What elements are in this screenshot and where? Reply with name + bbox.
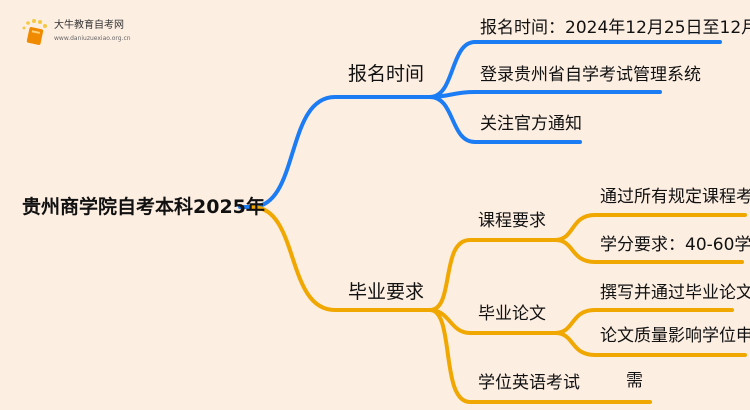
branch-graduation-requirements: 毕业要求 (348, 281, 425, 303)
blue-branch-line (250, 95, 432, 209)
thesis-quality: 论文质量影响学位申请 (600, 326, 750, 346)
logo-name: 大牛教育自考网 (54, 20, 124, 31)
logo-icon (20, 18, 52, 54)
degree-english-exam: 学位英语考试 (478, 373, 580, 393)
branch-registration-time: 报名时间 (348, 63, 425, 85)
thesis: 毕业论文 (478, 304, 546, 324)
orange-branch-line (250, 205, 432, 312)
root-topic: 贵州商学院自考本科2025年 (22, 196, 265, 218)
registration-system: 登录贵州省自学考试管理系统 (480, 65, 701, 85)
official-notice: 关注官方通知 (480, 114, 582, 134)
english-exam-required: 需 (626, 371, 643, 391)
write-thesis: 撰写并通过毕业论文 (600, 283, 750, 303)
logo-url: www.daniuzuexiao.org.cn (54, 35, 131, 42)
credit-requirement: 学分要求：40-60学分 (600, 235, 750, 255)
course-requirements: 课程要求 (478, 211, 546, 231)
registration-dates: 报名时间：2024年12月25日至12月31日 (480, 18, 750, 38)
pass-all-courses: 通过所有规定课程考试 (600, 187, 750, 207)
